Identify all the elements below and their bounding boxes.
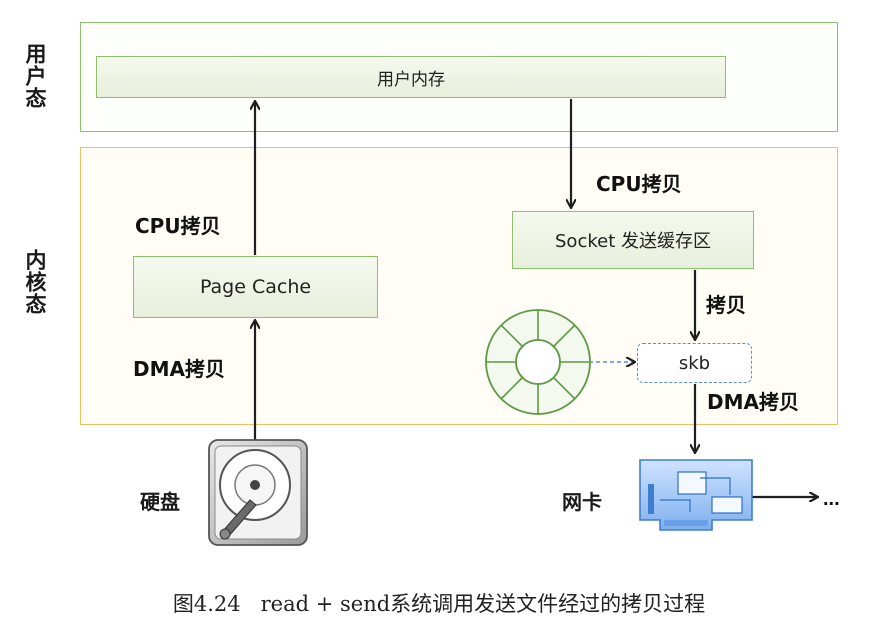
- skb-label: skb: [678, 352, 711, 374]
- page-cache-box: Page Cache: [133, 256, 378, 318]
- cpu-copy-label-right: CPU拷贝: [596, 172, 682, 196]
- disk-label: 硬盘: [140, 490, 180, 514]
- user-memory-label: 用户内存: [377, 69, 445, 90]
- network-card-icon: [639, 459, 753, 531]
- nic-continuation-dots: ...: [823, 488, 840, 510]
- cpu-copy-label-left: CPU拷贝: [135, 214, 221, 238]
- socket-buffer-label: Socket 发送缓存区: [555, 231, 711, 252]
- kernel-space-label: 内核态: [23, 249, 47, 315]
- copy-label-right: 拷贝: [706, 293, 746, 317]
- hard-disk-icon: [208, 439, 308, 546]
- ring-buffer-icon: [485, 309, 591, 415]
- socket-buffer-box: Socket 发送缓存区: [512, 211, 754, 269]
- dma-copy-label-left: DMA拷贝: [133, 357, 225, 381]
- user-space-label: 用户态: [23, 42, 47, 109]
- user-memory-box: 用户内存: [96, 56, 726, 98]
- nic-label: 网卡: [562, 490, 602, 514]
- dma-copy-label-right: DMA拷贝: [707, 390, 799, 414]
- figure-caption: 图4.24 read + send系统调用发送文件经过的拷贝过程: [172, 592, 706, 616]
- skb-box: skb: [637, 343, 752, 383]
- page-cache-label: Page Cache: [199, 276, 312, 298]
